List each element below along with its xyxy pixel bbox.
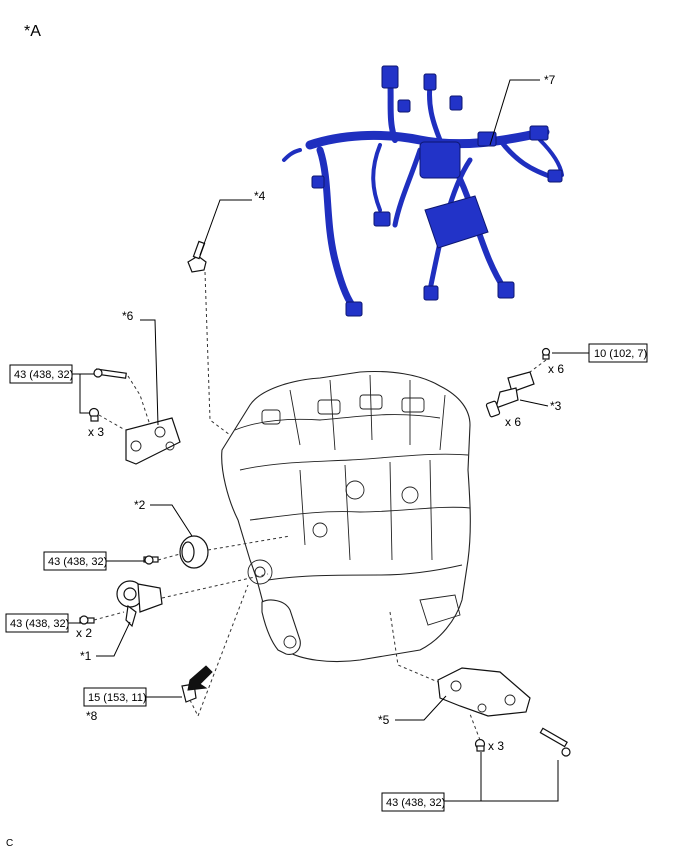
- callout-5: *5: [378, 713, 390, 727]
- callout-3: *3: [550, 399, 562, 413]
- sensor-part-8: [181, 665, 213, 703]
- torque-mount-bolt: 43 (438, 32): [386, 797, 445, 809]
- engine-wire-harness: [282, 65, 564, 317]
- arrow-icon: [187, 665, 213, 691]
- tensioner-part-1: [79, 580, 163, 628]
- engine-assembly: [221, 370, 471, 663]
- torque-bracket-bolt: 43 (438, 32): [14, 369, 73, 381]
- idler-pulley-part-2: [143, 535, 209, 569]
- callout-8: *8: [86, 709, 98, 723]
- qty-bracket-bolt: x 3: [88, 425, 104, 439]
- torque-idler-bolt: 43 (438, 32): [48, 556, 107, 568]
- torque-sensor-bolt: 15 (153, 11): [88, 692, 147, 704]
- sensor-part-4: [187, 240, 207, 273]
- mount-bracket-part-5: [437, 667, 571, 757]
- view-label: *A: [24, 23, 41, 40]
- callout-2: *2: [134, 498, 146, 512]
- callout-7: *7: [544, 73, 556, 87]
- qty-tensioner-bolt: x 2: [76, 626, 92, 640]
- bracket-part-6: [88, 368, 181, 465]
- callout-6: *6: [122, 309, 134, 323]
- torque-box-mount-bolt: [381, 792, 445, 812]
- callout-1: *1: [80, 649, 92, 663]
- torque-tensioner-bolt: 43 (438, 32): [10, 618, 69, 630]
- ignition-coil-part-3: [485, 347, 551, 418]
- qty-mount-bolt: x 3: [488, 739, 504, 753]
- footer-label: C: [6, 838, 13, 849]
- torque-ignition-bolt: 10 (102, 7): [594, 348, 647, 360]
- qty-ignition-coil: x 6: [505, 415, 521, 429]
- qty-ignition-bolt: x 6: [548, 362, 564, 376]
- callout-4: *4: [254, 189, 266, 203]
